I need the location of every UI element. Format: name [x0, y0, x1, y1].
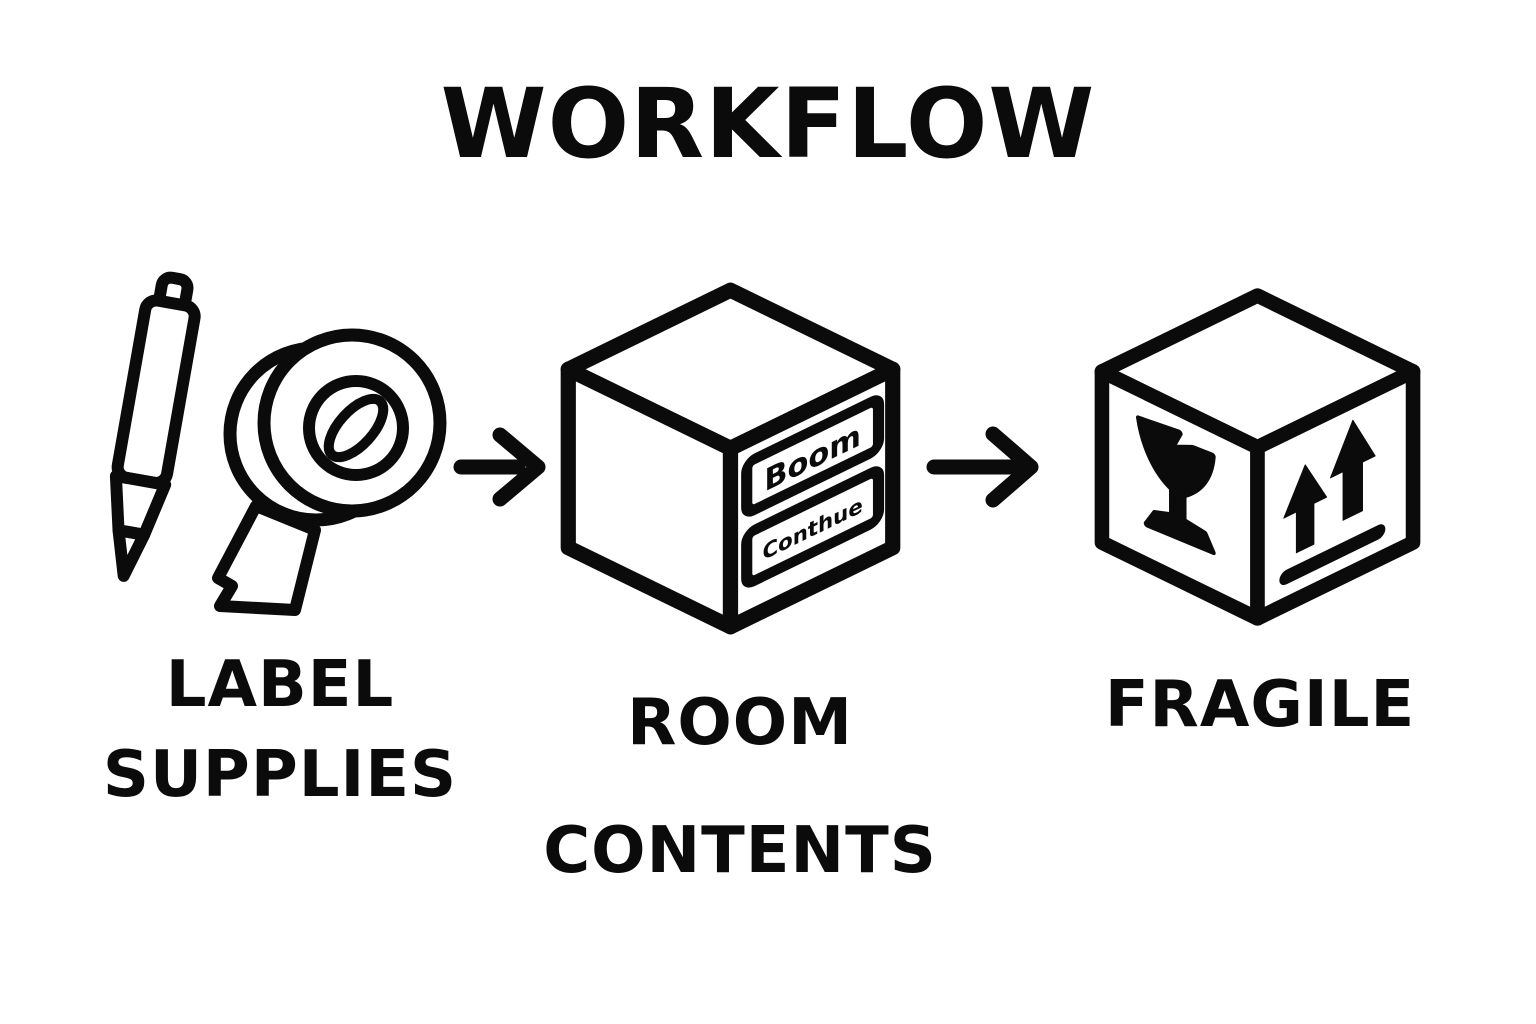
fragile-box-icon: [1094, 288, 1421, 626]
diagram-title: WORKFLOW: [440, 68, 1096, 180]
right-arrow-icon: [453, 427, 546, 507]
marker-pen-icon: [109, 271, 201, 582]
step-label-room-contents-line1: ROOM: [627, 686, 853, 760]
step-label-room-contents-line2: CONTENTS: [543, 814, 937, 888]
broken-glass-icon: [1135, 415, 1216, 556]
step-label-label-supplies-line2: SUPPLIES: [102, 738, 458, 812]
sticker-continue: [741, 466, 885, 588]
this-side-up-icon: [1279, 419, 1386, 586]
room-contents-box-icon: Boom Conthue: [560, 282, 901, 635]
flow-arrow-2: [926, 426, 1039, 508]
label-supplies-icons: [109, 271, 447, 616]
right-arrow-icon: [926, 426, 1039, 508]
sticker-boom: [741, 395, 885, 517]
step-label-label-supplies-line1: LABEL: [165, 648, 395, 722]
flow-arrow-1: [453, 427, 546, 507]
step-label-fragile: FRAGILE: [1104, 668, 1416, 742]
tape-roll-icon: [212, 328, 447, 616]
